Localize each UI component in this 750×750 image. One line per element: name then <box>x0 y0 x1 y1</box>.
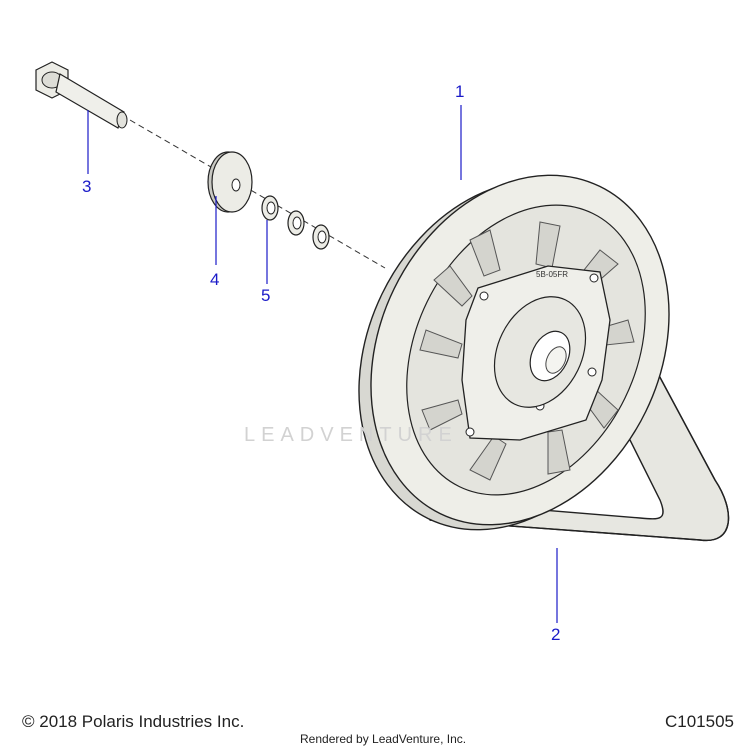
small-washers-part-5[interactable] <box>261 195 330 250</box>
callout-3[interactable]: 3 <box>82 177 92 196</box>
callout-2[interactable]: 2 <box>551 625 561 644</box>
callout-1[interactable]: 1 <box>455 82 465 101</box>
callout-4[interactable]: 4 <box>210 270 220 289</box>
rendered-by-text: Rendered by LeadVenture, Inc. <box>300 732 467 746</box>
diagram-code: C101505 <box>664 712 734 731</box>
pulley-part-1[interactable] <box>302 125 725 580</box>
callout-5[interactable]: 5 <box>261 286 271 305</box>
assembly-axis-line <box>129 119 386 269</box>
bolt-part-3[interactable] <box>35 61 128 129</box>
watermark-text: LEADVENTURE <box>244 424 458 446</box>
copyright-text: © 2018 Polaris Industries Inc. <box>22 712 245 731</box>
hub-embossed-text: 5B-05FR <box>536 270 569 279</box>
washer-part-4[interactable] <box>207 151 253 213</box>
